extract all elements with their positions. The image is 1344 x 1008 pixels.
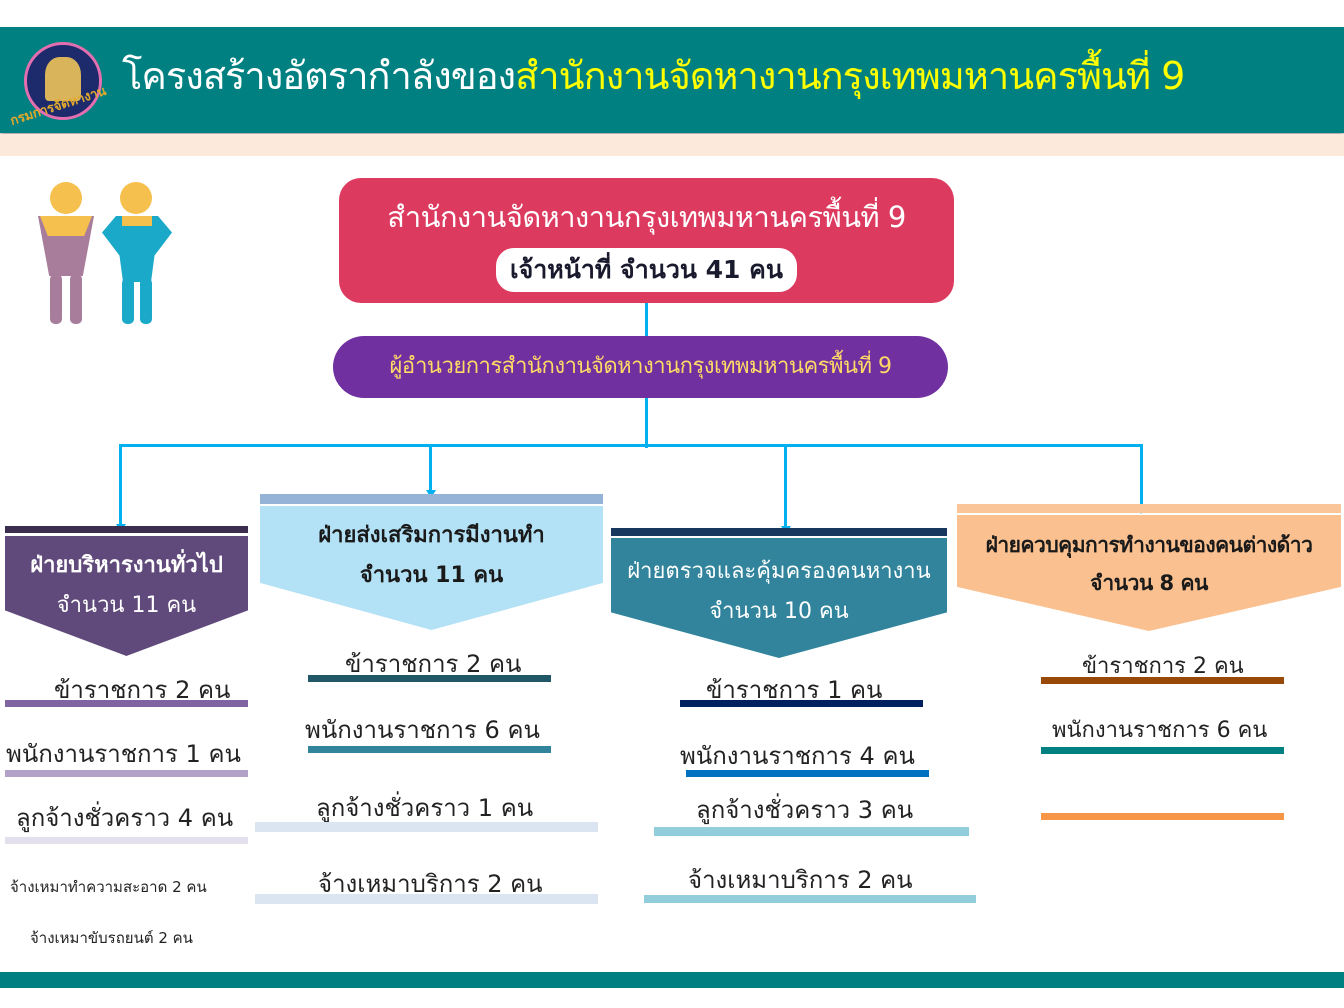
divider bbox=[1041, 747, 1284, 754]
divider bbox=[1041, 677, 1284, 684]
director-box: ผู้อำนวยการสำนักงานจัดหางานกรุงเทพมหานคร… bbox=[333, 336, 948, 398]
connector-line bbox=[784, 444, 787, 526]
staff-item: ลูกจ้างชั่วคราว 3 คน bbox=[696, 796, 914, 824]
staff-sub-item: จ้างเหมาขับรถยนต์ 2 คน bbox=[30, 929, 193, 947]
divider bbox=[5, 837, 248, 844]
connector-line bbox=[119, 444, 1143, 447]
page-title: โครงสร้างอัตรากำลังของสำนักงานจัดหางานกร… bbox=[122, 45, 1185, 106]
staff-item: พนักงานราชการ 6 คน bbox=[305, 716, 540, 744]
division-name: ฝ่ายส่งเสริมการมีงานทำ bbox=[318, 523, 545, 548]
division-topbar bbox=[260, 494, 603, 504]
division-header-admin: ฝ่ายบริหารงานทั่วไป จำนวน 11 คน bbox=[5, 536, 248, 656]
divider bbox=[255, 822, 598, 832]
department-logo bbox=[24, 42, 102, 120]
staff-item: ข้าราชการ 2 คน bbox=[54, 676, 231, 704]
staff-item: ลูกจ้างชั่วคราว 1 คน bbox=[316, 794, 534, 822]
division-count: จำนวน 11 คน bbox=[56, 592, 197, 618]
divider bbox=[5, 700, 248, 707]
staff-item: พนักงานราชการ 4 คน bbox=[680, 742, 915, 770]
staff-item: จ้างเหมาบริการ 2 คน bbox=[318, 870, 543, 898]
divider bbox=[644, 895, 976, 903]
division-header-employment: ฝ่ายส่งเสริมการมีงานทำ จำนวน 11 คน bbox=[260, 506, 603, 630]
division-topbar bbox=[611, 528, 947, 536]
division-topbar bbox=[957, 504, 1341, 513]
people-icon bbox=[36, 180, 176, 330]
divider bbox=[654, 827, 969, 836]
title-part-1: โครงสร้างอัตรากำลังของ bbox=[122, 54, 516, 98]
title-part-2: สำนักงานจัดหางานกรุงเทพมหานครพื้นที่ 9 bbox=[515, 54, 1185, 98]
divider bbox=[680, 700, 923, 707]
header-bar bbox=[0, 27, 1344, 133]
division-name: ฝ่ายบริหารงานทั่วไป bbox=[30, 553, 223, 578]
division-header-inspection: ฝ่ายตรวจและคุ้มครองคนหางาน จำนวน 10 คน bbox=[611, 538, 947, 658]
staff-sub-item: จ้างเหมาทำความสะอาด 2 คน bbox=[10, 878, 207, 896]
staff-item: ลูกจ้างชั่วคราว 4 คน bbox=[16, 804, 234, 832]
division-count: จำนวน 11 คน bbox=[359, 562, 504, 588]
division-header-foreign-workers: ฝ่ายควบคุมการทำงานของคนต่างด้าว จำนวน 8 … bbox=[957, 515, 1341, 631]
divider bbox=[1041, 813, 1284, 820]
connector-line bbox=[645, 303, 648, 337]
divider bbox=[686, 770, 929, 777]
connector-line bbox=[429, 444, 432, 490]
division-name: ฝ่ายตรวจและคุ้มครองคนหางาน bbox=[627, 559, 931, 584]
divider bbox=[5, 770, 248, 777]
office-box: สำนักงานจัดหางานกรุงเทพมหานครพื้นที่ 9 เ… bbox=[339, 178, 954, 303]
division-topbar bbox=[5, 526, 248, 533]
header-band bbox=[0, 134, 1344, 156]
office-staff-count: เจ้าหน้าที่ จำนวน 41 คน bbox=[494, 246, 799, 294]
staff-item: ข้าราชการ 1 คน bbox=[706, 676, 883, 704]
connector-line bbox=[1140, 444, 1143, 506]
staff-item: พนักงานราชการ 6 คน bbox=[1052, 718, 1268, 743]
division-count: จำนวน 8 คน bbox=[1090, 570, 1208, 595]
staff-item: ข้าราชการ 2 คน bbox=[1082, 654, 1244, 679]
office-name: สำนักงานจัดหางานกรุงเทพมหานครพื้นที่ 9 bbox=[387, 200, 906, 234]
staff-item: พนักงานราชการ 1 คน bbox=[6, 740, 241, 768]
footer-bar bbox=[0, 972, 1344, 988]
staff-item: ข้าราชการ 2 คน bbox=[345, 650, 522, 678]
connector-line bbox=[645, 398, 648, 448]
division-count: จำนวน 10 คน bbox=[709, 598, 849, 624]
divider bbox=[308, 746, 551, 753]
connector-line bbox=[119, 444, 122, 524]
divider bbox=[308, 675, 551, 682]
divider bbox=[255, 894, 598, 904]
staff-item: จ้างเหมาบริการ 2 คน bbox=[688, 866, 913, 894]
division-name: ฝ่ายควบคุมการทำงานของคนต่างด้าว bbox=[985, 533, 1313, 557]
